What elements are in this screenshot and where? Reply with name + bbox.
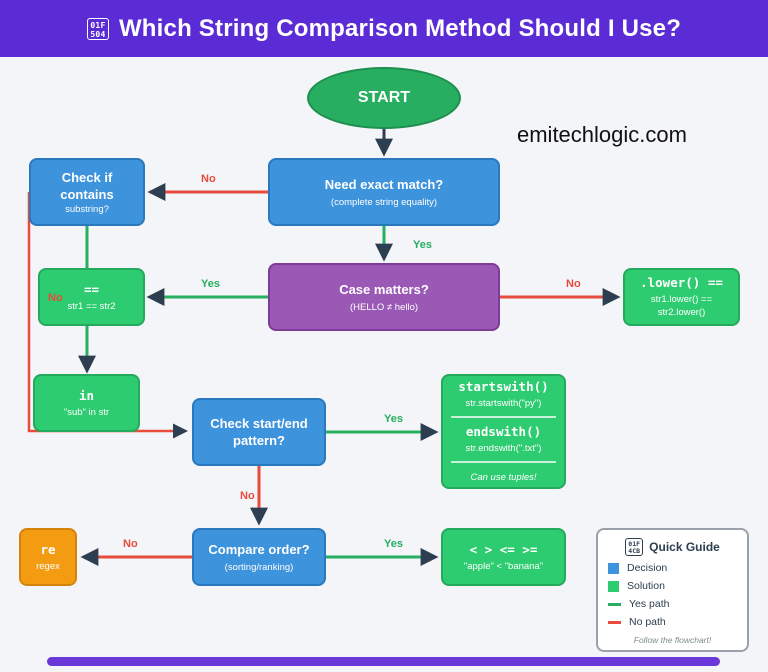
decision-exact-match: Need exact match? (complete string equal… (268, 158, 500, 226)
legend-header: 01F 4CB Quick Guide (608, 538, 737, 556)
solution-in: in "sub" in str (33, 374, 140, 432)
quick-guide-legend: 01F 4CB Quick Guide Decision Solution Ye… (596, 528, 749, 652)
solution-regex: re regex (19, 528, 77, 586)
decision-contains-title: Check if contains (60, 169, 114, 202)
decision-pattern: Check start/end pattern? (192, 398, 326, 466)
solution-equals-title: == (83, 281, 100, 297)
legend-item-solution: Solution (608, 580, 737, 592)
solution-lower-sub: str1.lower() == str2.lower() (650, 294, 713, 318)
solution-lower-title: .lower() == (640, 275, 723, 290)
decision-contains-sub: substring? (65, 203, 109, 215)
divider (451, 416, 556, 418)
legend-item-no-path: No path (608, 616, 737, 628)
page-title: 01F 504 Which String Comparison Method S… (86, 14, 682, 43)
bottom-accent-bar (47, 657, 720, 666)
divider (451, 461, 556, 463)
edge-label-yes: Yes (413, 239, 432, 251)
solution-startswith-sub: str.startswith("py") (465, 398, 542, 409)
edge-label-yes: Yes (384, 538, 403, 550)
solution-equals: == str1 == str2 (38, 268, 145, 326)
decision-swatch (608, 562, 619, 574)
solution-endswith-sub: str.endswith(".txt") (465, 443, 542, 454)
legend-item-label: Solution (627, 580, 665, 592)
decision-contains: Check if contains substring? (29, 158, 145, 226)
legend-item-label: No path (629, 616, 666, 628)
decision-case-title: Case matters? (339, 281, 429, 297)
solution-in-title: in (78, 387, 95, 403)
edge-label-no: No (201, 173, 216, 185)
solution-operators-title: < > <= >= (469, 541, 538, 557)
start-node: START (307, 67, 461, 129)
decision-exact-title: Need exact match? (324, 176, 444, 192)
solution-in-sub: "sub" in str (63, 406, 110, 418)
solution-equals-sub: str1 == str2 (67, 300, 116, 312)
decision-case-matters: Case matters? (HELLO ≠ hello) (268, 263, 500, 331)
solution-swatch (608, 580, 619, 592)
edge-label-no: No (123, 538, 138, 550)
edge-label-no: No (566, 278, 581, 290)
decision-compare-order: Compare order? (sorting/ranking) (192, 528, 326, 586)
no-path-line (608, 620, 621, 624)
clipboard-icon: 01F 4CB (625, 538, 644, 556)
yes-path-line (608, 602, 621, 606)
decision-exact-sub: (complete string equality) (330, 196, 438, 208)
decision-order-sub: (sorting/ranking) (224, 561, 294, 573)
solution-comparison-operators: < > <= >= "apple" < "banana" (441, 528, 566, 586)
decision-pattern-title: Check start/end pattern? (210, 416, 308, 448)
legend-item-label: Decision (627, 562, 668, 574)
legend-footer: Follow the flowchart! (633, 635, 712, 645)
edge-label-no: No (48, 292, 63, 304)
solution-endswith-title: endswith() (465, 424, 542, 439)
edge-label-yes: Yes (201, 278, 220, 290)
character-codes-icon: 01F 504 (86, 17, 109, 40)
decision-case-sub: (HELLO ≠ hello) (349, 301, 419, 313)
legend-item-yes-path: Yes path (608, 598, 737, 610)
page-header: 01F 504 Which String Comparison Method S… (0, 0, 768, 57)
solution-startswith-title: startswith() (458, 379, 549, 394)
legend-item-label: Yes path (629, 598, 670, 610)
solution-operators-sub: "apple" < "banana" (463, 560, 544, 572)
edge-label-yes: Yes (384, 413, 403, 425)
solution-lower: .lower() == str1.lower() == str2.lower() (623, 268, 740, 326)
solution-regex-sub: regex (36, 560, 60, 572)
watermark: emitechlogic.com (517, 122, 687, 147)
edge-label-no: No (240, 490, 255, 502)
page-title-text: Which String Comparison Method Should I … (118, 14, 682, 42)
legend-title: Quick Guide (649, 540, 720, 554)
solution-startswith-endswith: startswith() str.startswith("py") endswi… (441, 374, 566, 489)
decision-order-title: Compare order? (208, 541, 310, 557)
legend-item-decision: Decision (608, 562, 737, 574)
solution-regex-title: re (40, 541, 56, 557)
solution-tuples-note: Can use tuples! (470, 472, 537, 483)
